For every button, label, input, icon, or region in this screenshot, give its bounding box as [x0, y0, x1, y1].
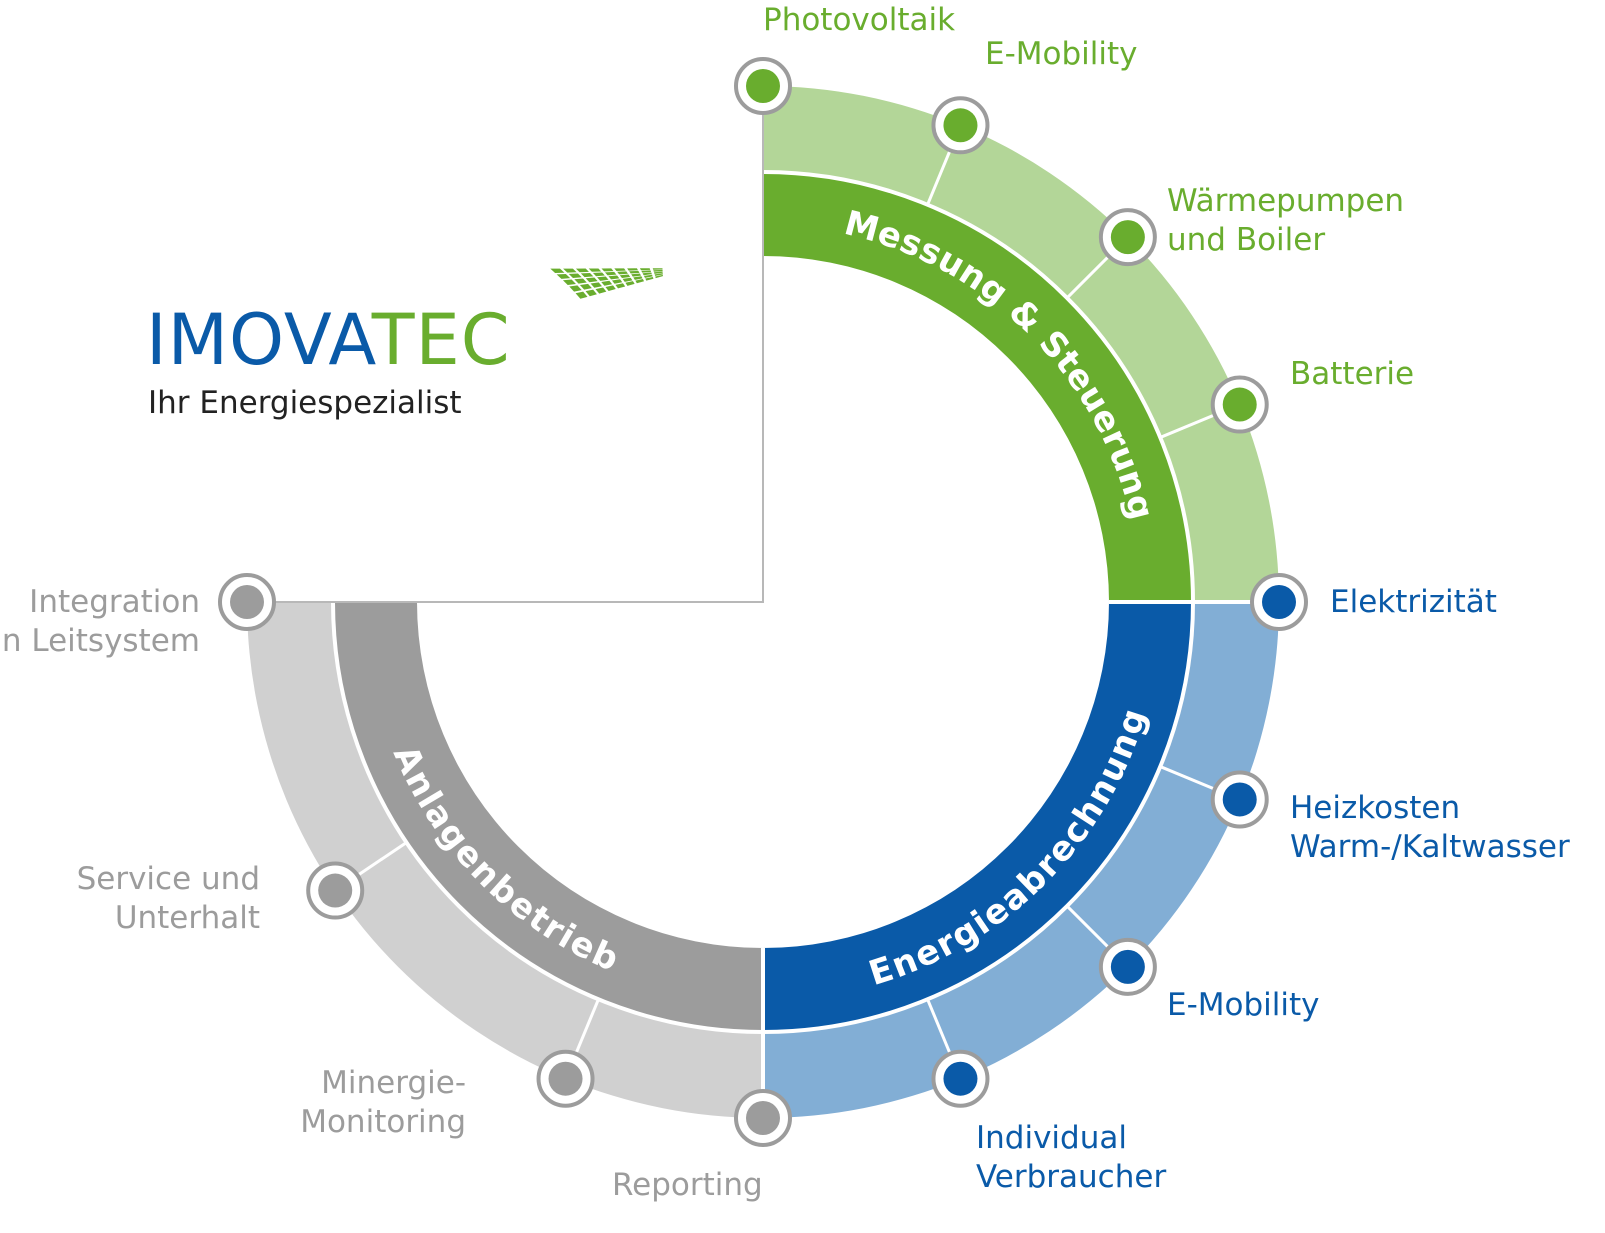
logo-wordmark: IMOVATEC — [146, 302, 511, 378]
logo-tile — [556, 273, 571, 279]
label-elektrizitaet: Elektrizität — [1330, 584, 1497, 620]
logo-tile — [625, 281, 635, 286]
logo-tile — [615, 283, 626, 289]
logo-tile — [604, 271, 617, 276]
label-heizkosten-line2: Warm-/Kaltwasser — [1290, 829, 1570, 865]
logo-tile — [595, 287, 607, 294]
outer-ring-energie — [763, 602, 1279, 1118]
logo-tile — [585, 289, 597, 297]
logo-tile — [597, 276, 609, 281]
node-heizkosten — [1210, 770, 1269, 829]
label-integration-line1: Integration — [29, 584, 200, 620]
logo-tile — [643, 274, 653, 278]
logo-tile — [653, 271, 663, 274]
logo-tile — [645, 276, 654, 281]
label-individual-line2: Verbraucher — [976, 1159, 1167, 1195]
logo-tile — [580, 272, 594, 278]
logo-tile — [601, 268, 614, 272]
logo-tile — [575, 268, 589, 273]
logo-tile — [601, 280, 613, 286]
label-individual-line1: Individual — [976, 1120, 1127, 1156]
logo-tile — [652, 268, 663, 270]
logo-name-part2: TEC — [371, 299, 511, 381]
logo-tile — [592, 272, 605, 277]
logo-tile — [619, 274, 631, 279]
logo-tile — [653, 269, 663, 272]
logo-tile — [639, 268, 651, 271]
logo-tile — [563, 268, 577, 273]
logo-tile — [568, 273, 582, 278]
label-service-line1: Service und — [76, 861, 260, 897]
node-emobility-green — [931, 96, 990, 155]
outer-ring-anlagen — [247, 602, 763, 1118]
logo-tile — [654, 273, 663, 276]
solar-grid-icon — [550, 268, 663, 299]
node-service — [306, 861, 365, 920]
label-minergie-line2: Monitoring — [300, 1104, 466, 1140]
node-minergie — [536, 1049, 595, 1108]
logo-tile — [585, 277, 598, 283]
node-integration — [218, 573, 276, 631]
logo-tile — [617, 271, 628, 275]
label-reporting: Reporting — [612, 1167, 763, 1203]
logo-tile — [614, 268, 626, 271]
logo-tile — [627, 268, 639, 271]
logo-tile — [562, 279, 576, 286]
label-integration-line2: in Leitsystem — [0, 623, 200, 659]
logo-tile — [611, 279, 623, 284]
logo-tagline: Ihr Energiespezialist — [148, 385, 462, 421]
node-emobility-blue — [1098, 937, 1157, 996]
logo-tile — [633, 276, 643, 280]
logo-tile — [569, 285, 582, 292]
label-emobility-blue: E-Mobility — [1167, 987, 1320, 1023]
logo-tile — [605, 285, 616, 292]
logo-tile — [608, 275, 620, 280]
outer-ring-messung — [763, 86, 1279, 602]
label-minergie-line1: Minergie- — [321, 1065, 466, 1101]
logo-name-part1: IMOVA — [146, 299, 372, 381]
label-emobility-green: E-Mobility — [985, 36, 1138, 72]
logo-tile — [655, 274, 663, 279]
logo-tile — [590, 282, 603, 288]
logo-tile — [642, 272, 652, 276]
logo-tile — [550, 268, 565, 274]
label-waermepumpen-line2: und Boiler — [1167, 222, 1326, 258]
logo-tile — [579, 283, 592, 290]
logo-panel — [0, 0, 763, 602]
logo-tile — [588, 268, 602, 272]
node-reporting — [734, 1089, 792, 1147]
logo-tile — [629, 270, 640, 274]
label-heizkosten-line1: Heizkosten — [1290, 790, 1461, 826]
logo-tile — [635, 279, 645, 284]
logo-tile — [622, 277, 633, 282]
logo-tile — [575, 291, 588, 299]
inner-ring-messung — [763, 172, 1193, 602]
logo-tile — [574, 278, 587, 284]
label-batterie: Batterie — [1290, 356, 1415, 392]
node-waermepumpen — [1098, 208, 1157, 267]
inner-ring-energie — [763, 602, 1193, 1032]
inner-ring-anlagen — [333, 602, 763, 1032]
logo-tile — [641, 270, 652, 273]
label-service-line2: Unterhalt — [114, 900, 260, 936]
logo-tile — [631, 273, 642, 277]
node-photovoltaik — [734, 57, 792, 115]
label-photovoltaik: Photovoltaik — [763, 2, 956, 38]
node-batterie — [1210, 375, 1269, 434]
label-waermepumpen-line1: Wärmepumpen — [1167, 183, 1405, 219]
panel-border — [242, 88, 764, 603]
node-individual — [931, 1049, 990, 1108]
node-elektrizitaet — [1250, 573, 1308, 631]
